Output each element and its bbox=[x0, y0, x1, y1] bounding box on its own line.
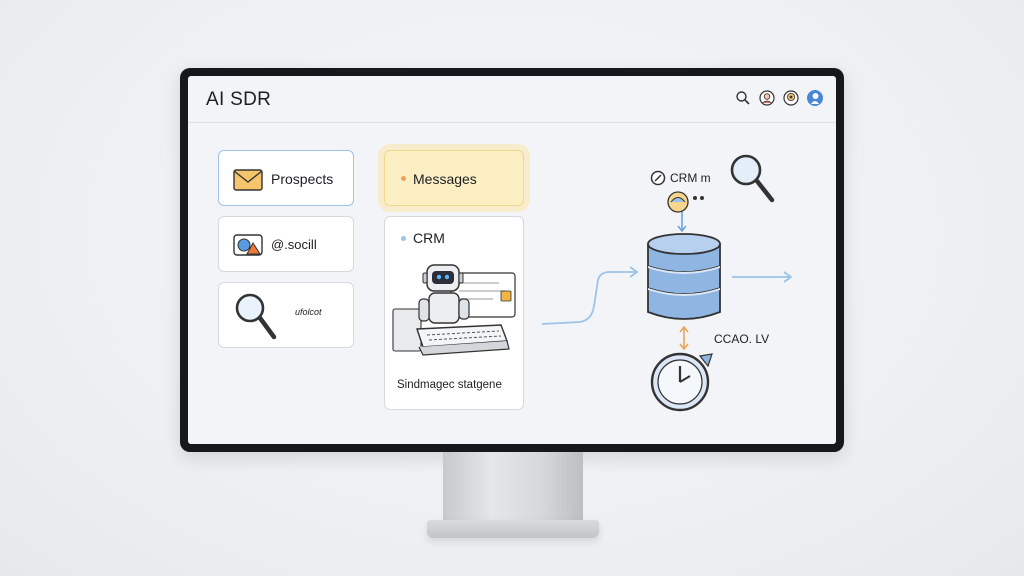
flow-arrow-right bbox=[732, 270, 796, 288]
social-card[interactable]: @.socill bbox=[218, 216, 354, 272]
arrow-down-blue bbox=[676, 212, 688, 239]
user-icon[interactable] bbox=[782, 89, 800, 107]
search-card-label: ufolcot bbox=[295, 307, 322, 317]
messages-card[interactable]: Messages bbox=[384, 150, 524, 206]
database-label: CCAO. LV bbox=[714, 332, 770, 346]
user-icon[interactable] bbox=[758, 89, 776, 107]
crm-label: CRM bbox=[413, 230, 445, 246]
search-icon[interactable] bbox=[734, 89, 752, 107]
envelope-icon bbox=[233, 169, 263, 196]
flow-arrow-to-database bbox=[540, 262, 644, 333]
arrow-updown-orange bbox=[678, 325, 690, 355]
search-card[interactable]: ufolcot bbox=[218, 282, 354, 348]
robot-at-keyboard-illustration bbox=[389, 259, 519, 374]
crm-tag-label: CRM m bbox=[670, 171, 711, 185]
crm-card[interactable]: CRM bbox=[384, 216, 524, 410]
top-bar: AI SDR bbox=[188, 76, 836, 123]
clock-icon bbox=[646, 344, 718, 419]
crm-bullet bbox=[401, 236, 406, 241]
social-icon bbox=[233, 234, 263, 261]
header-icons bbox=[734, 89, 824, 107]
prospects-card[interactable]: Prospects bbox=[218, 150, 354, 206]
social-label: @.socill bbox=[271, 237, 317, 252]
monitor-stand-neck bbox=[443, 452, 583, 522]
cloud-user-icon bbox=[664, 188, 712, 221]
monitor: AI SDR bbox=[180, 68, 844, 452]
messages-label: Messages bbox=[413, 171, 477, 187]
magnifier-icon bbox=[231, 289, 279, 348]
magnifier-icon bbox=[726, 150, 778, 211]
database-icon bbox=[644, 232, 724, 331]
crm-tag-icon bbox=[650, 170, 666, 191]
crm-caption: Sindmagec statgene bbox=[397, 379, 502, 391]
messages-bullet bbox=[401, 176, 406, 181]
monitor-stand-base bbox=[427, 520, 599, 538]
prospects-label: Prospects bbox=[271, 171, 334, 187]
app-title: AI SDR bbox=[206, 89, 272, 110]
profile-icon[interactable] bbox=[806, 89, 824, 107]
screen: AI SDR bbox=[188, 76, 836, 444]
